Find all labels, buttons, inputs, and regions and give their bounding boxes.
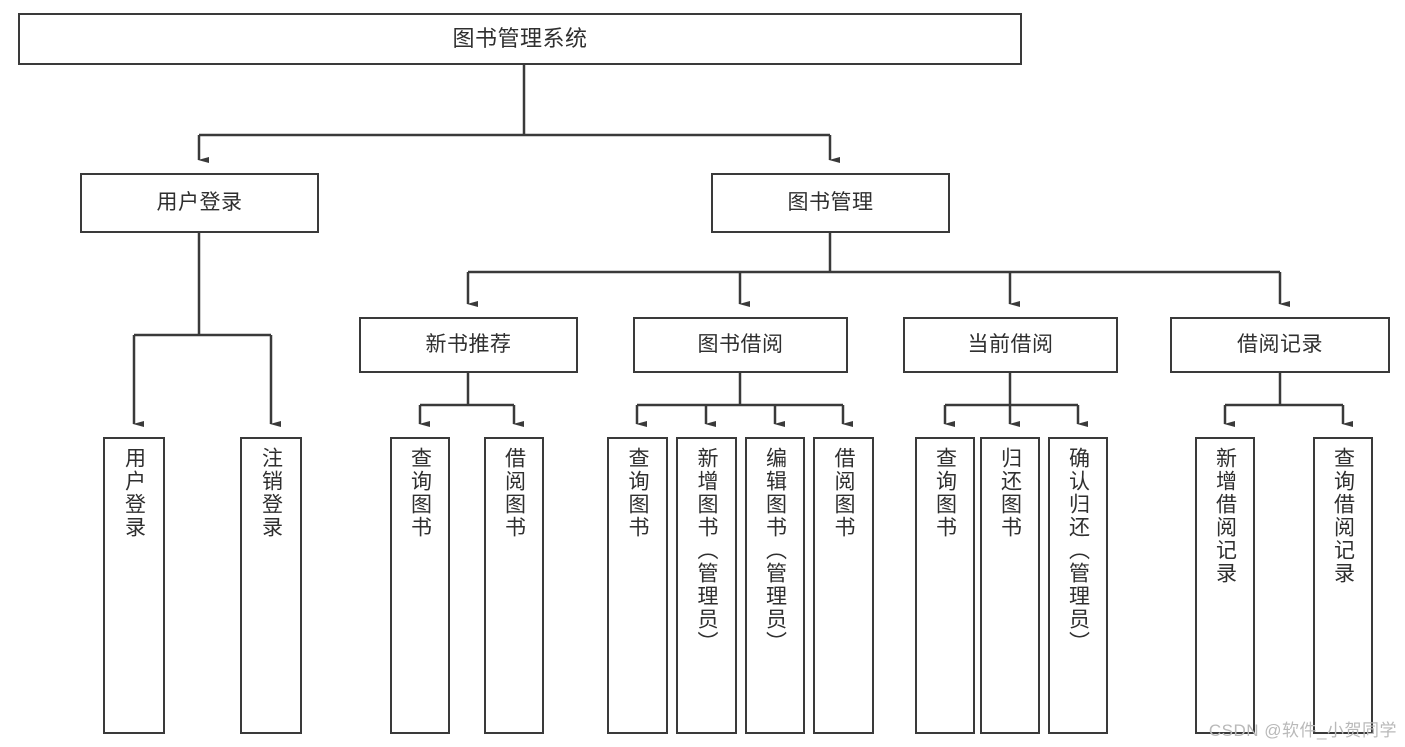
node-label: 新书推荐 bbox=[425, 332, 512, 356]
node-label: 用户登录 bbox=[122, 447, 146, 539]
node-leaf-query-book-1[interactable]: 查询图书 bbox=[390, 437, 450, 734]
node-current-borrow[interactable]: 当前借阅 bbox=[903, 317, 1118, 373]
node-root[interactable]: 图书管理系统 bbox=[18, 13, 1022, 65]
node-leaf-add-record[interactable]: 新增借阅记录 bbox=[1195, 437, 1255, 734]
node-label: 查询图书 bbox=[626, 447, 649, 539]
node-label: 图书借阅 bbox=[697, 332, 784, 356]
node-user-login[interactable]: 用户登录 bbox=[80, 173, 319, 233]
node-label: 当前借阅 bbox=[967, 332, 1054, 356]
node-label: 查询借阅记录 bbox=[1331, 447, 1355, 585]
node-label: 查询图书 bbox=[933, 447, 957, 539]
node-leaf-borrow-book-1[interactable]: 借阅图书 bbox=[484, 437, 544, 734]
node-leaf-query-book-2[interactable]: 查询图书 bbox=[607, 437, 668, 734]
node-borrow-record[interactable]: 借阅记录 bbox=[1170, 317, 1390, 373]
node-label: 图书管理系统 bbox=[452, 26, 588, 52]
node-leaf-query-book-3[interactable]: 查询图书 bbox=[915, 437, 975, 734]
node-label: 归还图书 bbox=[998, 447, 1022, 539]
node-label: 确认归还（管理员） bbox=[1066, 447, 1090, 654]
node-book-manage[interactable]: 图书管理 bbox=[711, 173, 950, 233]
node-label: 借阅记录 bbox=[1237, 332, 1323, 356]
node-label: 图书管理 bbox=[787, 190, 874, 214]
node-label: 查询图书 bbox=[408, 447, 432, 539]
node-new-book-recommend[interactable]: 新书推荐 bbox=[359, 317, 578, 373]
node-label: 新增借阅记录 bbox=[1213, 447, 1237, 585]
node-leaf-edit-book[interactable]: 编辑图书（管理员） bbox=[745, 437, 805, 734]
node-leaf-confirm-return[interactable]: 确认归还（管理员） bbox=[1048, 437, 1108, 734]
node-label: 编辑图书（管理员） bbox=[763, 447, 787, 654]
watermark-text: CSDN @软件_小贺同学 bbox=[1208, 721, 1397, 740]
node-label: 用户登录 bbox=[156, 190, 243, 214]
node-leaf-add-book[interactable]: 新增图书（管理员） bbox=[676, 437, 737, 734]
node-leaf-borrow-book-2[interactable]: 借阅图书 bbox=[813, 437, 874, 734]
node-leaf-return-book[interactable]: 归还图书 bbox=[980, 437, 1040, 734]
node-label: 借阅图书 bbox=[502, 447, 526, 539]
node-leaf-query-record[interactable]: 查询借阅记录 bbox=[1313, 437, 1373, 734]
node-leaf-user-login[interactable]: 用户登录 bbox=[103, 437, 165, 734]
node-label: 注销登录 bbox=[259, 447, 283, 539]
node-label: 新增图书（管理员） bbox=[695, 447, 718, 654]
node-book-borrow[interactable]: 图书借阅 bbox=[633, 317, 848, 373]
node-label: 借阅图书 bbox=[832, 447, 855, 539]
node-leaf-logout[interactable]: 注销登录 bbox=[240, 437, 302, 734]
